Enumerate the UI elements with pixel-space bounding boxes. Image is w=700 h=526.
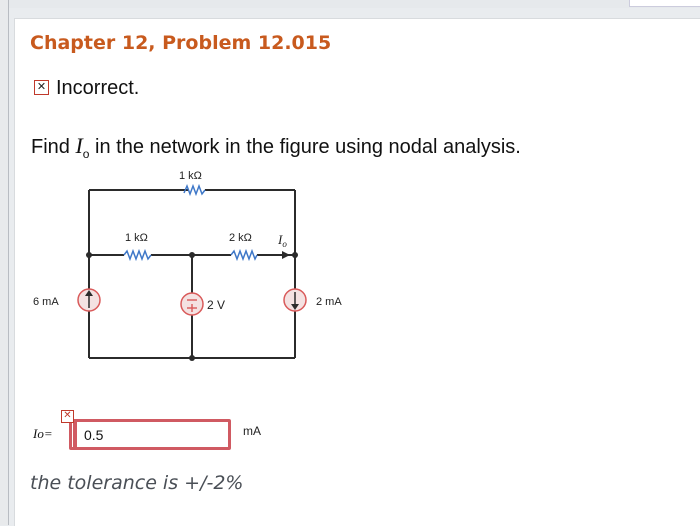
question-subscript: o (82, 147, 90, 161)
status-text: Incorrect. (56, 77, 140, 99)
label-resistor-left: 1 kΩ (125, 232, 148, 244)
current-source-up-icon (77, 288, 101, 312)
top-bar (0, 0, 700, 8)
label-source-left: 6 mA (33, 296, 59, 308)
question-text: Find Io in the network in the figure usi… (31, 133, 521, 161)
label-source-right: 2 mA (316, 296, 342, 308)
label-resistor-top: 1 kΩ (179, 170, 202, 182)
incorrect-x-icon: ✕ (34, 80, 49, 95)
node-dot (189, 355, 195, 361)
current-source-down-icon (283, 288, 307, 312)
node-dot (292, 252, 298, 258)
node-dot (86, 252, 92, 258)
question-prefix: Find (31, 136, 76, 158)
resistor-right-zigzag (230, 248, 258, 262)
page-title: Chapter 12, Problem 12.015 (30, 32, 332, 54)
left-divider (8, 0, 9, 525)
answer-unit: mA (243, 424, 261, 438)
question-suffix: in the network in the figure using nodal… (89, 136, 521, 158)
resistor-top-zigzag (183, 183, 206, 197)
top-bar-tab (629, 0, 700, 7)
resistor-left-zigzag (123, 248, 152, 262)
answer-label: Io= (33, 426, 53, 441)
answer-input[interactable] (69, 419, 231, 450)
node-dot (189, 252, 195, 258)
error-x-icon: ✕ (61, 410, 74, 423)
input-error-stripe (73, 422, 77, 447)
question-variable: I (75, 133, 83, 158)
label-resistor-right: 2 kΩ (229, 232, 252, 244)
voltage-source-icon (180, 292, 204, 316)
io-arrow-icon (282, 251, 290, 259)
label-io: Io (277, 232, 287, 249)
left-gutter (0, 0, 8, 525)
tolerance-text: the tolerance is +/-2% (30, 472, 244, 494)
circuit-figure: 1 kΩ 1 kΩ 2 kΩ 6 mA 2 V 2 mA Io (33, 170, 342, 361)
label-source-middle: 2 V (207, 298, 225, 312)
